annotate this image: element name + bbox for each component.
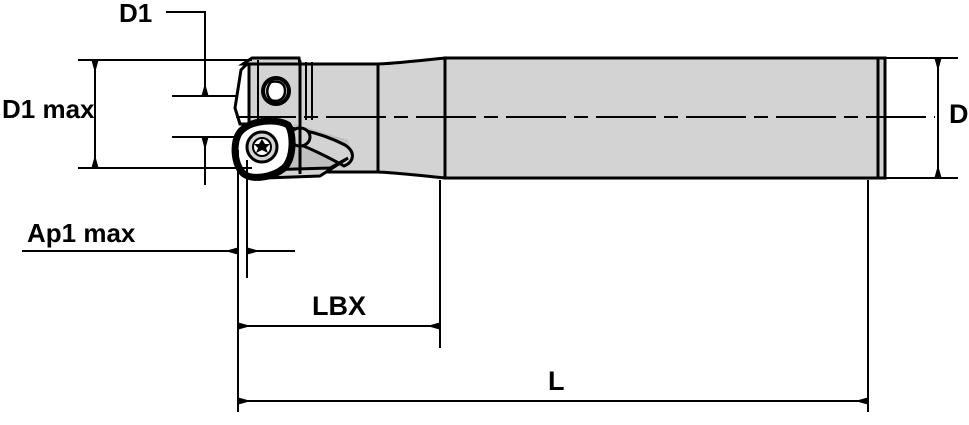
head-front-flute-face: [233, 58, 251, 126]
torx-screw-star: [254, 139, 270, 153]
label-d: D: [949, 99, 969, 129]
label-l: L: [548, 366, 565, 396]
upper-screw-slot: [266, 80, 287, 103]
label-lbx: LBX: [312, 291, 366, 321]
label-d1-max: D1 max: [2, 94, 95, 124]
label-ap1-max: Ap1 max: [27, 218, 136, 248]
taper-transition: [376, 56, 447, 180]
dimension-d1: [166, 11, 209, 185]
label-d1: D1: [119, 0, 153, 28]
d1-leader: [166, 11, 209, 96]
